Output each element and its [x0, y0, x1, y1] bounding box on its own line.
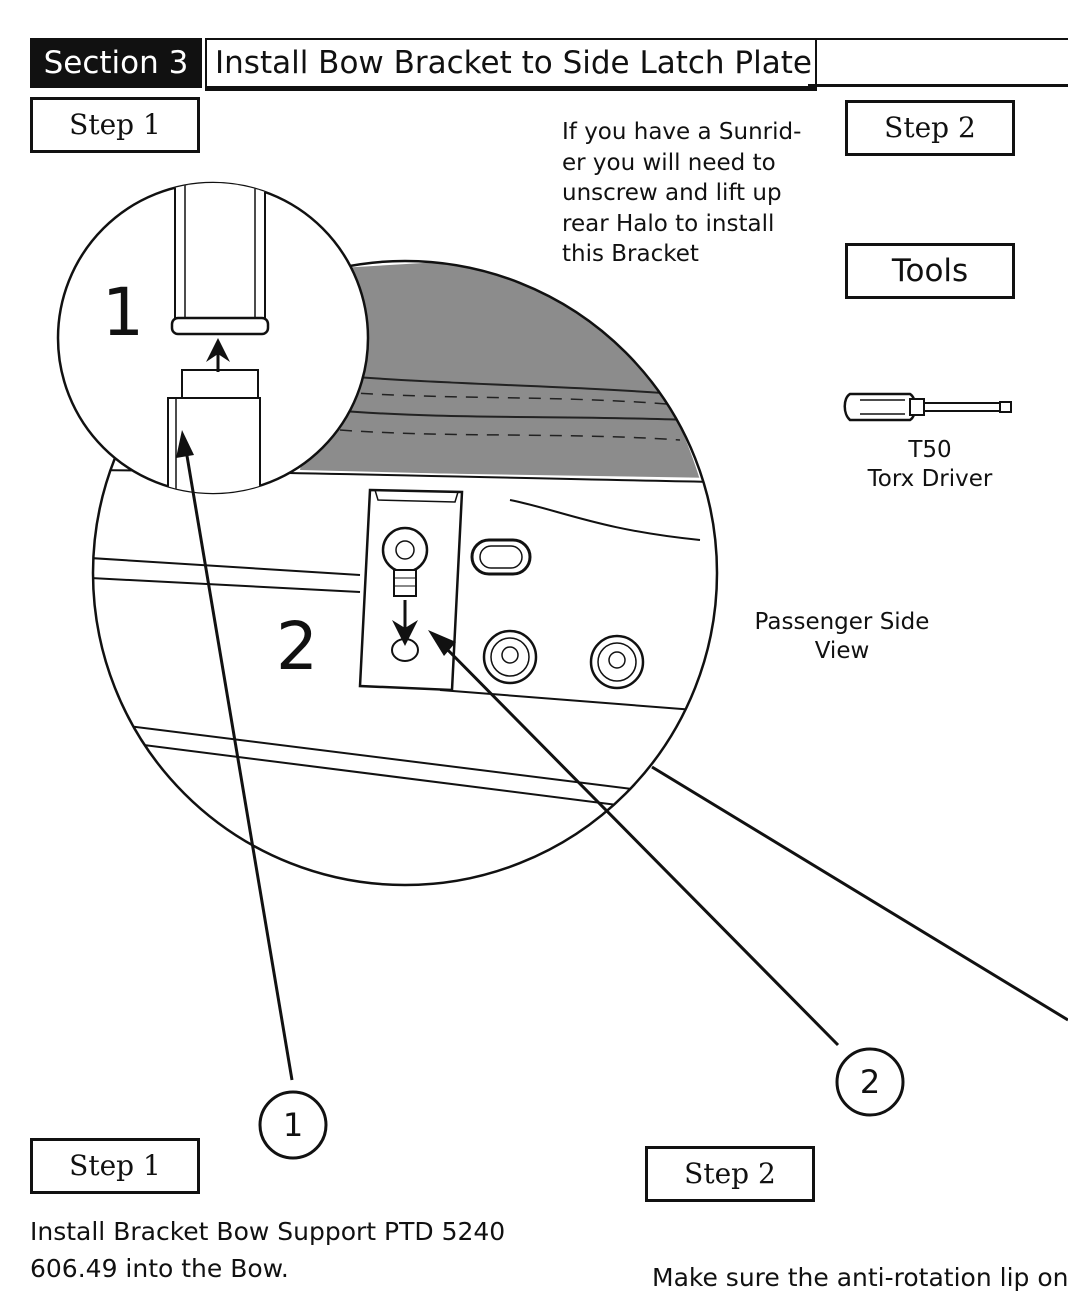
section-badge: Section 3 [30, 38, 202, 88]
step-1-instruction-line1: Install Bracket Bow Support PTD 5240 [30, 1217, 506, 1246]
detail-number: 2 [276, 608, 318, 685]
note-line: If you have a Sunrid- [562, 119, 802, 145]
view-label-line1: Passenger Side [754, 609, 930, 635]
view-label: Passenger Side View [742, 608, 942, 666]
view-label-line2: View [814, 638, 870, 664]
tool-name: Torx Driver [867, 466, 993, 492]
inset-view [167, 183, 270, 493]
tools-label: Tools [845, 243, 1015, 299]
title-rule [808, 38, 1068, 40]
detail-view [93, 262, 717, 819]
title-rule-bottom [808, 84, 1068, 87]
note-line: er you will need to [562, 149, 776, 176]
note-line: rear Halo to install [562, 210, 775, 237]
callout-circle-1-label: 1 [282, 1106, 304, 1144]
screwdriver-icon [843, 392, 1012, 422]
step-1-instruction-line2: 606.49 into the Bow. [30, 1254, 289, 1283]
note-line: unscrew and lift up [562, 180, 782, 206]
step-1-label-top: Step 1 [30, 97, 200, 153]
step-2-instructions: Make sure the anti-rotation lip on [652, 1263, 1068, 1292]
sunrider-note: If you have a Sunrid- er you will need t… [562, 117, 822, 270]
callout-circle-2-label: 2 [859, 1063, 881, 1101]
inset-number: 1 [102, 274, 144, 351]
step-1-instructions: Install Bracket Bow Support PTD 5240 606… [30, 1213, 590, 1287]
tool-size: T50 [908, 437, 952, 463]
step-2-label-bottom: Step 2 [645, 1146, 815, 1202]
step-2-label-top: Step 2 [845, 100, 1015, 156]
page-title: Install Bow Bracket to Side Latch Plate [205, 38, 817, 91]
note-line: this Bracket [562, 241, 699, 267]
step-1-label-bottom: Step 1 [30, 1138, 200, 1194]
tool-caption: T50 Torx Driver [840, 436, 1020, 494]
